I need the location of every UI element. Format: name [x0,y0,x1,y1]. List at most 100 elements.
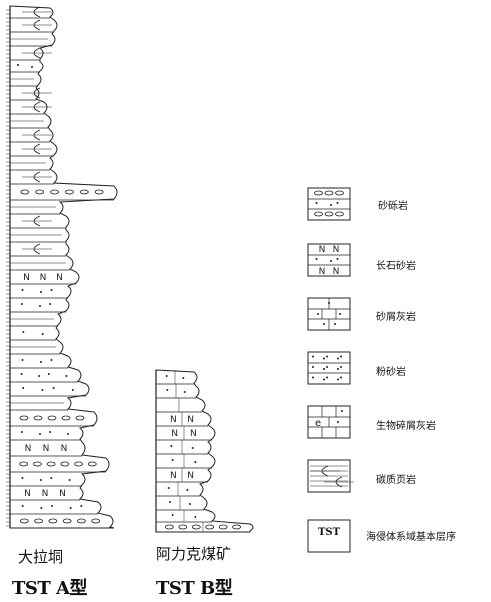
legend-label-feldspar-sandstone: 长石砂岩 [376,257,416,272]
feldspar-n-mark: N [333,245,340,255]
sand-dot [340,377,342,379]
feldspar-n-mark: N [333,267,340,277]
feldspar-n-mark: N [40,273,47,283]
sand-dot [189,503,191,505]
bioclast-e-mark: e [315,418,321,429]
sand-dot [39,433,41,435]
sand-dot [67,433,69,435]
sand-dot [312,366,314,368]
sand-dot [51,289,53,291]
feldspar-n-mark: N [24,489,31,499]
sand-dot [166,375,168,377]
sand-dot [21,373,23,375]
legend-symbol-siltstone-frame [308,352,350,384]
sand-dot [40,291,42,293]
sand-dot [48,373,50,375]
sand-dot [341,410,343,412]
legend-label-gravelly-sandstone: 砂砾岩 [378,197,408,212]
sand-dot [31,66,33,68]
feldspar-n-mark: N [187,415,194,425]
sand-dot [317,313,319,315]
sand-dot [334,323,336,325]
sand-dot [312,356,314,358]
feldspar-n-mark: N [43,444,50,454]
sand-dot [22,359,24,361]
legend-label-bioclastic-limestone: 生物碎屑灰岩 [376,417,436,432]
sand-dot [323,379,325,381]
sand-dot [316,202,318,204]
sand-dot [40,479,42,481]
sand-dot [39,305,41,307]
sand-dot [65,375,67,377]
sand-dot [328,302,330,304]
sand-dot [69,479,71,481]
sand-dot [38,375,40,377]
sand-dot [72,389,74,391]
sand-dot [323,368,325,370]
feldspar-n-mark: N [171,429,178,439]
sand-dot [42,333,44,335]
feldspar-n-mark: N [61,444,68,454]
column-b-location: 阿力克煤矿 [156,543,231,564]
sand-dot [323,323,325,325]
column-b-type: TST B型 [156,574,232,600]
sand-dot [49,303,51,305]
sand-dot [172,514,174,516]
sand-dot [337,368,339,370]
sand-dot [182,377,184,379]
sand-dot [172,459,174,461]
legend-label-sandy-limestone: 砂屑灰岩 [376,308,416,323]
sand-dot [22,331,24,333]
sand-dot [21,303,23,305]
sand-dot [22,387,24,389]
legend-label-carbonaceous-shale: 碳质页岩 [376,471,416,486]
sand-dot [41,389,43,391]
sand-dot [169,501,171,503]
sand-dot [168,487,170,489]
legend-symbol-siltstone [308,352,350,384]
feldspar-n-mark: N [319,245,326,255]
legend-symbol-feldspar-sandstone-frame [308,244,350,276]
sand-dot [80,505,82,507]
sand-dot [17,64,19,66]
sand-dot [22,505,24,507]
sand-dot [323,358,325,360]
legend-symbol-carbonaceous-shale [308,460,354,492]
legend-symbol-gravelly-sandstone [308,188,350,220]
feldspar-n-mark: N [190,429,197,439]
sand-dot [326,356,328,358]
sand-dot [337,358,339,360]
sand-dot [326,377,328,379]
legend-label-tst: 海侵体系域基本层序 [366,528,456,543]
sand-dot [186,489,188,491]
sand-dot [337,258,339,260]
feldspar-n-mark: N [187,471,194,481]
legend-symbol-sandy-limestone [308,298,350,330]
sand-dot [194,516,196,518]
column-a-type: TST A型 [12,574,87,600]
feldspar-n-mark: N [23,273,30,283]
feldspar-n-mark: N [59,489,66,499]
sand-dot [330,260,332,262]
sand-dot [194,461,196,463]
sand-dot [51,505,53,507]
sand-dot [339,313,341,315]
sand-dot [50,477,52,479]
column-a-location: 大拉垌 [18,546,63,567]
column-a-lithology: NNNNNNNNN [6,6,117,528]
feldspar-n-mark: N [319,267,326,277]
sand-dot [40,507,42,509]
sand-dot [21,477,23,479]
sand-dot [337,202,339,204]
feldspar-n-mark: N [42,489,49,499]
sand-dot [40,361,42,363]
sand-dot [22,289,24,291]
feldspar-n-mark: N [170,415,177,425]
feldspar-n-mark: N [170,471,177,481]
sand-dot [337,421,339,423]
sand-dot [51,359,53,361]
